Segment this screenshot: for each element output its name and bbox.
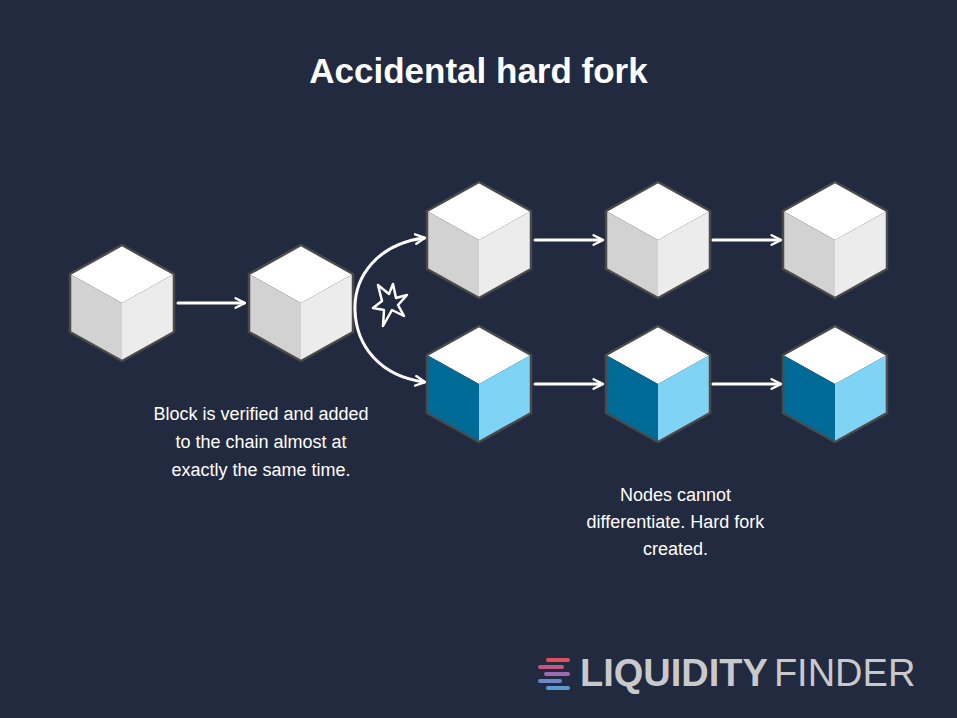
watermark: LIQUIDITY <box>580 654 768 692</box>
note-text: Block is verified and added to the chain… <box>146 400 376 484</box>
cube-left <box>70 274 122 361</box>
diagram-title: Accidental hard fork <box>0 50 957 92</box>
block-cube <box>606 182 710 298</box>
fork-arrow <box>355 238 424 382</box>
cube-right <box>835 355 887 442</box>
block-cube <box>427 182 531 298</box>
block-cube <box>606 326 710 442</box>
block-cube <box>783 326 887 442</box>
logo-icon <box>540 660 568 688</box>
cube-left <box>249 274 301 361</box>
cube-outline <box>783 182 887 298</box>
cube-right <box>479 211 531 298</box>
chain-arrow <box>535 383 602 386</box>
cube-left <box>427 355 479 442</box>
block-cube <box>427 326 531 442</box>
cube-right <box>658 211 710 298</box>
cube-outline <box>427 326 531 442</box>
chain-arrow <box>713 383 780 386</box>
cube-left <box>783 211 835 298</box>
note-text: Nodes cannot differentiate. Hard fork cr… <box>578 482 773 563</box>
collision-spark <box>373 284 407 326</box>
cube-outline <box>427 182 531 298</box>
cube-left <box>427 211 479 298</box>
cube-right <box>122 274 174 361</box>
cube-right <box>301 274 353 361</box>
block-cube <box>783 182 887 298</box>
chain-arrows <box>178 238 780 384</box>
chain-arrow <box>178 302 244 305</box>
chain-arrow <box>535 239 602 242</box>
cube-outline <box>783 326 887 442</box>
cube-right <box>479 355 531 442</box>
cube-right <box>658 355 710 442</box>
block-cubes <box>70 182 887 442</box>
cube-left <box>606 211 658 298</box>
block-cube <box>70 245 174 361</box>
cube-outline <box>606 182 710 298</box>
block-cube <box>249 245 353 361</box>
cube-outline <box>70 245 174 361</box>
cube-right <box>835 211 887 298</box>
watermark: FINDER <box>774 654 915 692</box>
cube-outline <box>606 326 710 442</box>
cube-left <box>783 355 835 442</box>
chain-arrow <box>713 239 780 242</box>
cube-outline <box>249 245 353 361</box>
cube-left <box>606 355 658 442</box>
